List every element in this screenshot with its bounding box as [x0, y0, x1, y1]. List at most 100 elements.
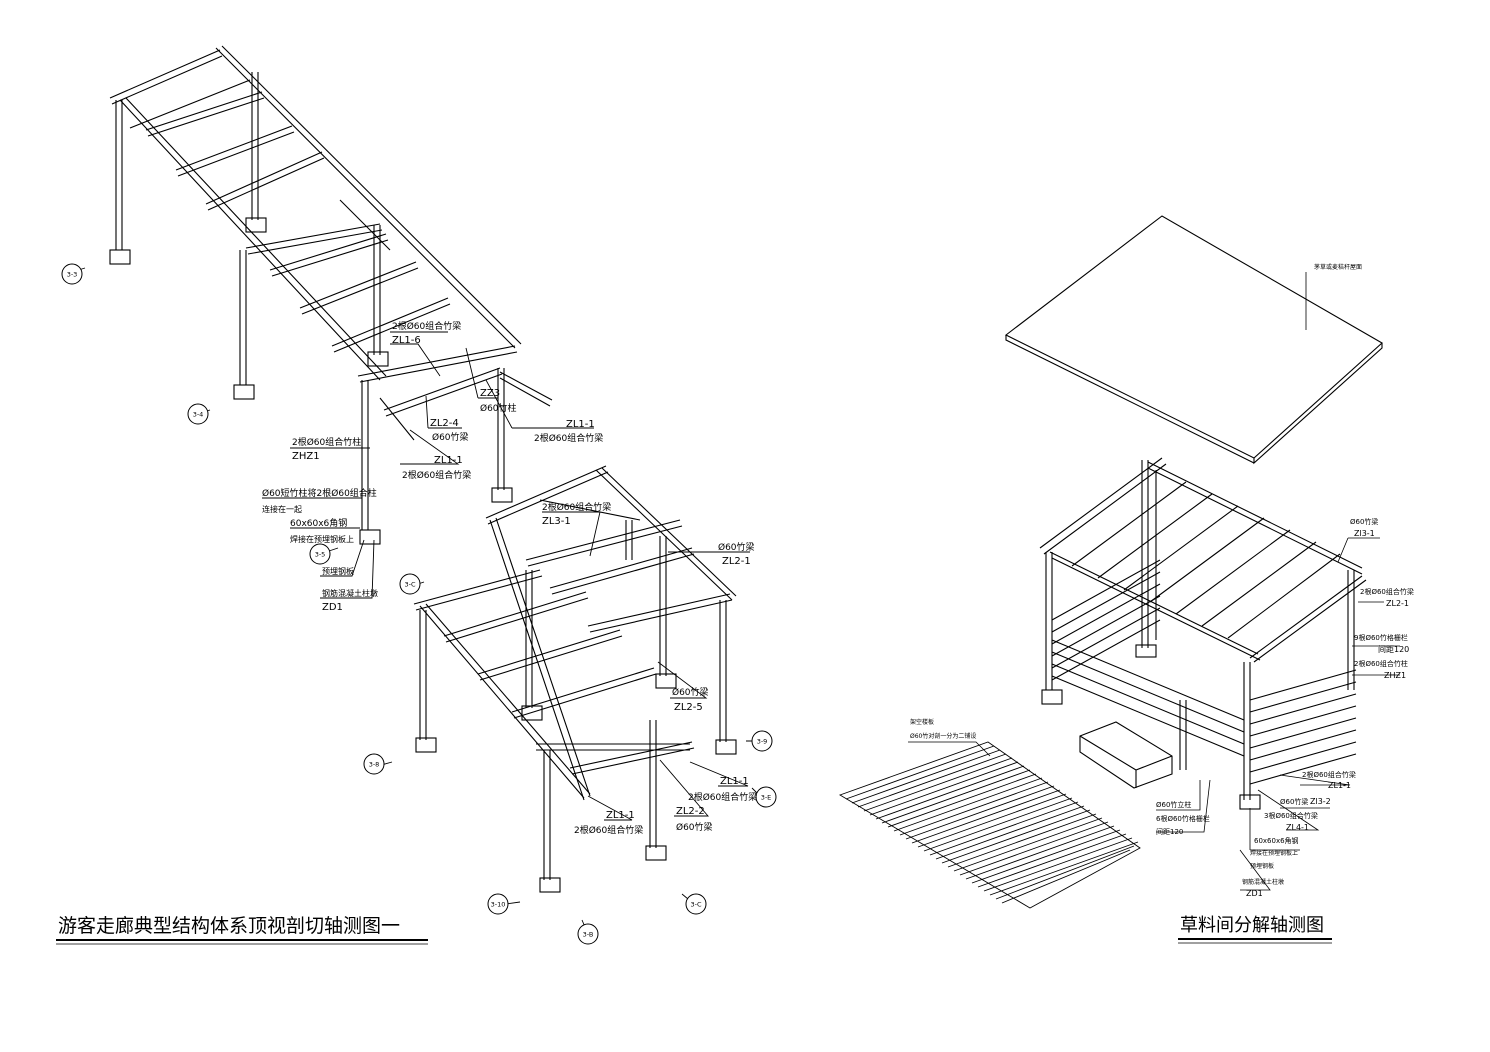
label-zz3-spec: Ø60竹柱 [480, 402, 517, 414]
section-tag-label: 3-4 [193, 411, 204, 419]
label-angle-note: 60x60x6角钢 [1254, 836, 1299, 845]
label-zd1: ZD1 [322, 602, 343, 613]
label-zl2-1-spec: 2根Ø60组合竹梁 [1360, 587, 1414, 596]
section-tag-circle [309, 543, 331, 565]
section-tag-label: 3-E [761, 794, 772, 802]
label-zl1-1-b-spec: 2根Ø60组合竹梁 [402, 469, 471, 481]
label-zl3-1: ZL3-1 [542, 516, 571, 527]
label-zl1-1-c-spec: 2根Ø60组合竹梁 [688, 791, 757, 803]
label-pier-note: 钢筋混凝土柱墩 [1242, 878, 1284, 886]
label-zhz1-spec: 2根Ø60组合竹柱 [292, 436, 361, 448]
label-zl1-1-a: ZL1-1 [566, 419, 595, 430]
hut-floor-slats [838, 741, 1141, 909]
section-tag: 3-C [399, 573, 421, 595]
label-note-4: 焊接在预埋钢板上 [290, 534, 354, 544]
label-weld-note: 焊接在预埋钢板上 [1250, 849, 1298, 857]
section-tag-circle [363, 753, 385, 775]
section-tag: 3-8 [363, 753, 385, 775]
section-tag-circle [487, 893, 509, 915]
label-zl4-1-spec: 3根Ø60组合竹梁 [1264, 811, 1318, 820]
label-zl1-6-spec: 2根Ø60组合竹梁 [392, 320, 461, 332]
section-tag: 3-3 [61, 263, 83, 285]
corridor-posts-upper [115, 72, 505, 530]
section-tags: 3-3 3-4 3-5 3-C 3-8 3-9 3-E 3-10 3-C 3-B [61, 263, 777, 945]
label-zl1-1-a-spec: 2根Ø60组合竹梁 [534, 432, 603, 444]
label-zl1-1-d: ZL1-1 [606, 810, 635, 821]
label-zl3-1-spec: 2根Ø60组合竹梁 [542, 501, 611, 513]
section-tag: 3-B [577, 923, 599, 945]
section-tag-circle [61, 263, 83, 285]
label-floor-note: 架空楼板 [910, 718, 934, 726]
section-tag-circle [755, 786, 777, 808]
label-zl1-1: ZL1-1 [1328, 781, 1351, 790]
label-floor-note-2: Ø60竹对剖一分为二铺设 [910, 732, 976, 740]
label-post-note: Ø60竹立柱 [1156, 800, 1191, 809]
label-zd1: ZD1 [1246, 889, 1263, 898]
right-labels: 茅草或麦秸秆屋面 Ø60竹梁 Zl3-1 2根Ø60组合竹梁 ZL2-1 9根Ø… [910, 263, 1414, 898]
section-tag: 3-9 [751, 730, 773, 752]
label-zl1-1-d-spec: 2根Ø60组合竹梁 [574, 824, 643, 836]
label-note-6: 钢筋混凝土柱墩 [322, 588, 378, 598]
leader-lines-left [71, 267, 761, 935]
section-tag: 3-10 [487, 893, 509, 915]
corridor-beams-upper [109, 45, 522, 383]
section-tag: 3-C [685, 893, 707, 915]
label-zl4-1: ZL4-1 [1286, 823, 1309, 832]
label-zl2-1: ZL2-1 [1386, 599, 1409, 608]
label-zl3-1-spec: Ø60竹梁 [1350, 517, 1378, 526]
label-fence-6-gap: 间距120 [1156, 828, 1183, 836]
section-tag-label: 3-3 [67, 271, 78, 279]
label-zhz1: ZHZ1 [292, 451, 320, 462]
label-note-5: 预埋钢板 [322, 566, 354, 576]
section-tag-label: 3-5 [315, 551, 326, 559]
column-footings [109, 217, 737, 893]
section-tag-label: 3-B [583, 931, 594, 939]
section-tag-circle [187, 403, 209, 425]
corridor-posts-lower [419, 520, 727, 880]
label-note-3: 60x60x6角钢 [290, 517, 347, 529]
corridor-beams-lower [413, 465, 737, 801]
label-note-1: Ø60短竹柱将2根Ø60组合柱 [262, 487, 377, 499]
label-zl2-1: ZL2-1 [722, 556, 751, 567]
title-corridor: 游客走廊典型结构体系顶视剖切轴测图一 [58, 915, 400, 937]
corridor-structure [109, 45, 737, 893]
section-tag: 3-5 [309, 543, 331, 565]
label-zl2-2-spec: Ø60竹梁 [676, 821, 713, 833]
section-tag-label: 3-9 [757, 738, 768, 746]
label-zl1-1-b: ZL1-1 [434, 455, 463, 466]
label-zl2-5-spec: Ø60竹梁 [672, 686, 709, 698]
drawing-titles: 游客走廊典型结构体系顶视剖切轴测图一 草料间分解轴测图 [56, 915, 1332, 945]
hut-roof-panel [1004, 215, 1383, 465]
leader-lines-right [908, 272, 1400, 891]
section-tag: 3-4 [187, 403, 209, 425]
label-zl3-1: Zl3-1 [1354, 529, 1375, 538]
label-roof-note: 茅草或麦秸秆屋面 [1314, 263, 1362, 271]
label-zl2-1-spec: Ø60竹梁 [718, 541, 755, 553]
label-zhz1: ZHZ1 [1384, 671, 1406, 680]
label-zl3-2-spec: Ø60竹梁 [1280, 797, 1308, 806]
section-tag-circle [577, 923, 599, 945]
section-tag-label: 3-C [690, 901, 701, 909]
label-zl2-4-spec: Ø60竹梁 [432, 431, 469, 443]
title-hut: 草料间分解轴测图 [1180, 915, 1324, 936]
label-note-2: 连接在一起 [262, 504, 302, 514]
label-plate-note: 预埋钢板 [1250, 862, 1274, 870]
section-tag-label: 3-10 [491, 901, 506, 909]
label-fence-6: 6根Ø60竹格栅栏 [1156, 814, 1210, 823]
label-zl2-5: ZL2-5 [674, 702, 703, 713]
label-zl2-4: ZL2-4 [430, 418, 459, 429]
label-zz3: ZZ3 [480, 388, 500, 399]
label-fence-9: 9根Ø60竹格栅栏 [1354, 633, 1408, 642]
section-tag-label: 3-C [404, 581, 415, 589]
label-zl1-1-spec: 2根Ø60组合竹梁 [1302, 770, 1356, 779]
label-fence-9-gap: 间距120 [1378, 645, 1409, 654]
corridor-rafters-lower [443, 499, 733, 775]
section-tag-circle [399, 573, 421, 595]
label-zhz1-spec: 2根Ø60组合竹柱 [1354, 659, 1408, 668]
label-zl1-1-c: ZL1-1 [720, 776, 749, 787]
left-labels: 2根Ø60组合竹梁 ZL1-6 ZZ3 Ø60竹柱 ZL2-4 Ø60竹梁 ZL… [262, 320, 757, 836]
section-tag-label: 3-8 [369, 761, 380, 769]
section-tag-circle [685, 893, 707, 915]
